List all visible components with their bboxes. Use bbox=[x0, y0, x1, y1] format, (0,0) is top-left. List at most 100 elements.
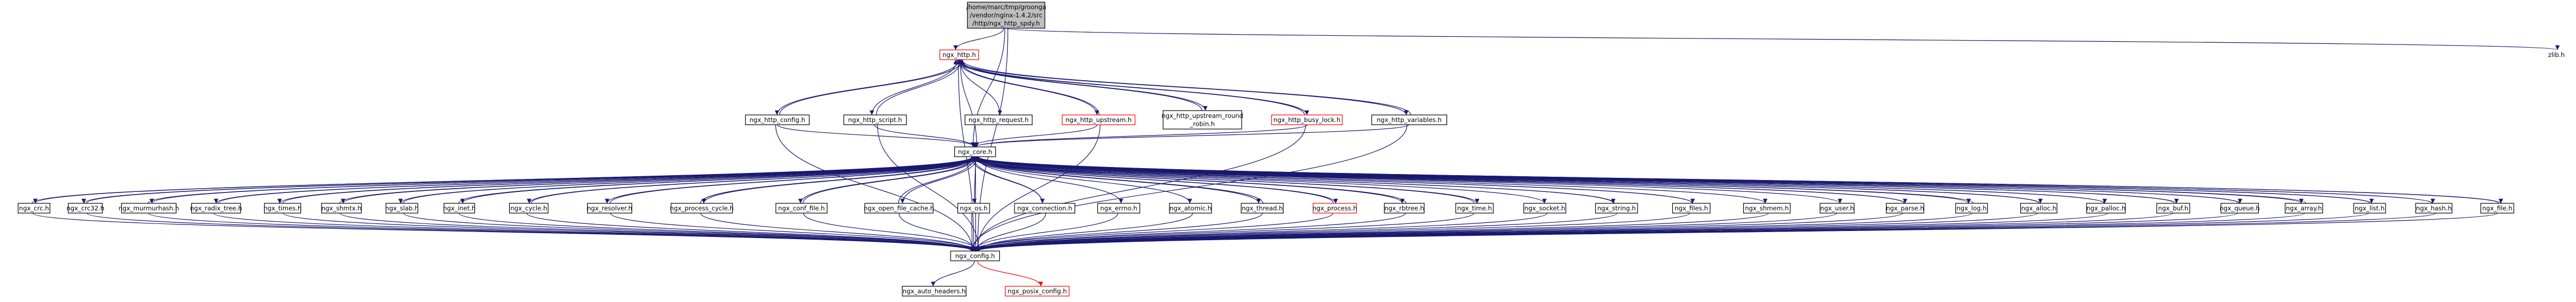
node-box bbox=[864, 203, 934, 214]
node-label: ngx_socket.h bbox=[1524, 204, 1565, 212]
edge-queue-to-ngx_core bbox=[972, 156, 2239, 204]
node-queue[interactable]: ngx_queue.h bbox=[2220, 203, 2260, 214]
edge-array-to-ngx_config bbox=[974, 213, 2305, 252]
node-hash[interactable]: ngx_hash.h bbox=[2415, 203, 2452, 214]
node-process[interactable]: ngx_process.h bbox=[1313, 203, 1357, 214]
node-auto-headers[interactable]: ngx_auto_headers.h bbox=[902, 286, 967, 297]
node-http-upstream[interactable]: ngx_http_upstream.h bbox=[1062, 114, 1135, 125]
node-shmtx[interactable]: ngx_shmtx.h bbox=[321, 203, 362, 214]
node-http-upstream-rr[interactable]: ngx_http_upstream_round_robin.h bbox=[1161, 110, 1243, 130]
edge-parse-to-ngx_config bbox=[969, 213, 1903, 252]
node-box bbox=[1313, 203, 1357, 214]
edge-http_busy_lock-to-ngx_core bbox=[974, 124, 1308, 147]
edge-time-to-ngx_config bbox=[972, 213, 1474, 252]
node-label: ngx_connection.h bbox=[1017, 204, 1072, 212]
node-box bbox=[967, 2, 1045, 29]
edge-http_busy_lock-to-ngx_http bbox=[953, 59, 1305, 115]
edge-http_config-to-ngx_config bbox=[775, 124, 975, 252]
node-radix-tree[interactable]: ngx_radix_tree.h bbox=[190, 203, 242, 214]
node-http-variables[interactable]: ngx_http_variables.h bbox=[1371, 114, 1447, 125]
node-box bbox=[2086, 203, 2126, 214]
node-os[interactable]: ngx_os.h bbox=[957, 203, 990, 214]
node-ngx-core[interactable]: ngx_core.h bbox=[954, 146, 996, 157]
node-label: ngx_conf_file.h bbox=[778, 204, 825, 212]
node-socket[interactable]: ngx_socket.h bbox=[1523, 203, 1566, 214]
node-label: ngx_auto_headers.h bbox=[903, 287, 966, 295]
node-buf[interactable]: ngx_buf.h bbox=[2156, 203, 2190, 214]
node-box bbox=[1955, 203, 1988, 214]
edge-ngx_config-to-posix_config bbox=[977, 260, 1043, 287]
node-rbtree[interactable]: ngx_rbtree.h bbox=[1384, 203, 1425, 214]
node-box bbox=[671, 203, 733, 214]
edge-resolver-to-ngx_config bbox=[610, 213, 979, 252]
node-connection[interactable]: ngx_connection.h bbox=[1014, 203, 1076, 214]
node-files[interactable]: ngx_files.h bbox=[1672, 203, 1711, 214]
node-crc32[interactable]: ngx_crc32.h bbox=[67, 203, 105, 214]
node-label: ngx_os.h bbox=[960, 204, 987, 212]
node-posix-config[interactable]: ngx_posix_config.h bbox=[1005, 286, 1070, 297]
edge-alloc-to-ngx_config bbox=[971, 213, 2038, 252]
node-list[interactable]: ngx_list.h bbox=[2353, 203, 2386, 214]
edge-conf_file-to-ngx_core bbox=[802, 156, 980, 204]
node-shmem[interactable]: ngx_shmem.h bbox=[1743, 203, 1791, 214]
node-conf-file[interactable]: ngx_conf_file.h bbox=[775, 203, 828, 214]
node-ngx-http[interactable]: ngx_http.h bbox=[939, 49, 979, 60]
edge-process_cycle-to-ngx_config bbox=[700, 213, 976, 252]
edges-layer bbox=[31, 28, 2559, 287]
node-label: ngx_thread.h bbox=[1242, 204, 1283, 212]
node-label: _robin.h bbox=[1190, 120, 1215, 128]
node-label: ngx_user.h bbox=[1820, 204, 1854, 212]
edge-ngx_http-to-http_script bbox=[869, 59, 958, 115]
node-label: ngx_files.h bbox=[1675, 204, 1708, 212]
node-box bbox=[1384, 203, 1425, 214]
node-http-config[interactable]: ngx_http_config.h bbox=[745, 114, 810, 125]
edge-http_config-to-ngx_http bbox=[779, 59, 965, 115]
edge-times-to-ngx_core bbox=[282, 156, 978, 204]
node-http-request[interactable]: ngx_http_request.h bbox=[965, 114, 1033, 125]
node-parse[interactable]: ngx_parse.h bbox=[1886, 203, 1924, 214]
node-string[interactable]: ngx_string.h bbox=[1595, 203, 1638, 214]
edge-parse-to-ngx_core bbox=[971, 156, 1905, 204]
node-root[interactable]: /home/marc/tmp/groonga/vendor/nginx-1.4.… bbox=[966, 2, 1046, 29]
node-murmurhash[interactable]: ngx_murmurhash.h bbox=[119, 203, 179, 214]
node-time[interactable]: ngx_time.h bbox=[1455, 203, 1494, 214]
node-box bbox=[1455, 203, 1494, 214]
node-alloc[interactable]: ngx_alloc.h bbox=[2020, 203, 2058, 214]
node-inet[interactable]: ngx_inet.h bbox=[443, 203, 476, 214]
node-http-busy-lock[interactable]: ngx_http_busy_lock.h bbox=[1271, 114, 1343, 125]
node-crc[interactable]: ngx_crc.h bbox=[17, 203, 50, 214]
node-process-cycle[interactable]: ngx_process_cycle.h bbox=[670, 203, 734, 214]
node-open-file-cache[interactable]: ngx_open_file_cache.h bbox=[864, 203, 934, 214]
node-ngx-config[interactable]: ngx_config.h bbox=[950, 250, 1000, 261]
node-cycle[interactable]: ngx_cycle.h bbox=[509, 203, 549, 214]
edge-http_upstream-to-ngx_core bbox=[971, 124, 1097, 147]
edge-murmurhash-to-ngx_config bbox=[148, 213, 977, 252]
edge-crc-to-ngx_core bbox=[31, 156, 974, 204]
node-resolver[interactable]: ngx_resolver.h bbox=[587, 203, 632, 214]
edge-cycle-to-ngx_core bbox=[531, 156, 981, 204]
node-palloc[interactable]: ngx_palloc.h bbox=[2086, 203, 2126, 214]
node-errno[interactable]: ngx_errno.h bbox=[1097, 203, 1140, 214]
node-times[interactable]: ngx_times.h bbox=[264, 203, 301, 214]
node-thread[interactable]: ngx_thread.h bbox=[1241, 203, 1284, 214]
node-zlib[interactable]: zlib.h bbox=[2548, 51, 2565, 59]
node-file[interactable]: ngx_file.h bbox=[2480, 203, 2514, 214]
node-log[interactable]: ngx_log.h bbox=[1955, 203, 1988, 214]
node-atomic[interactable]: ngx_atomic.h bbox=[1169, 203, 1212, 214]
node-label: ngx_string.h bbox=[1597, 204, 1636, 212]
node-box bbox=[1162, 110, 1242, 130]
node-http-script[interactable]: ngx_http_script.h bbox=[843, 114, 907, 125]
node-label: ngx_posix_config.h bbox=[1007, 287, 1067, 295]
node-user[interactable]: ngx_user.h bbox=[1820, 203, 1855, 214]
node-label: ngx_rbtree.h bbox=[1384, 204, 1424, 212]
edge-cycle-to-ngx_config bbox=[526, 213, 974, 252]
node-box bbox=[1271, 114, 1343, 125]
node-slab[interactable]: ngx_slab.h bbox=[385, 203, 419, 214]
edge-log-to-ngx_config bbox=[974, 213, 1973, 252]
node-box bbox=[2220, 203, 2259, 214]
node-label: ngx_cycle.h bbox=[510, 204, 547, 212]
node-box bbox=[2156, 203, 2190, 214]
node-label: ngx_process_cycle.h bbox=[670, 204, 734, 212]
node-array[interactable]: ngx_array.h bbox=[2284, 203, 2323, 214]
